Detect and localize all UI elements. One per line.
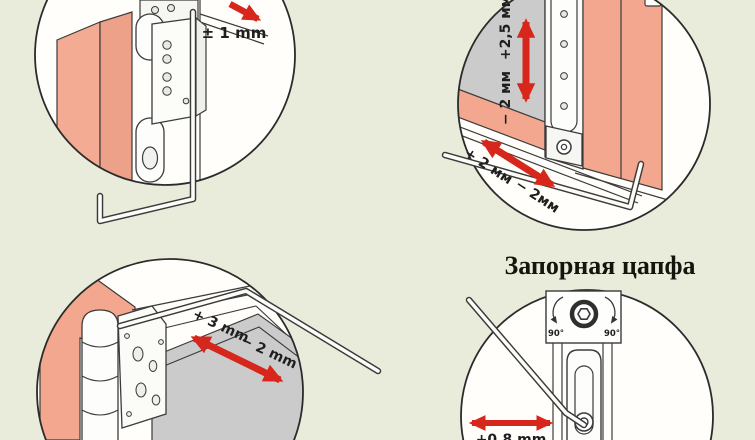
sill-edge <box>574 172 669 201</box>
frame-artwork <box>458 0 669 204</box>
hinge-barrel <box>81 309 119 440</box>
barrel-segment-line <box>81 341 119 348</box>
rotation-arrow-right-icon <box>604 296 618 324</box>
detail-circle-outline <box>460 289 714 440</box>
allen-key-icon <box>465 296 588 429</box>
screw-hole <box>560 72 568 80</box>
sash-top-edge <box>199 21 265 45</box>
screw-hole <box>167 4 175 12</box>
screw-hole <box>132 346 144 362</box>
screw-hole <box>124 333 130 339</box>
sash-cap <box>644 0 662 7</box>
window-frame-side <box>99 11 133 185</box>
hex-socket <box>577 307 591 321</box>
detail-circle-outline <box>34 0 296 186</box>
screw-hole <box>162 72 172 82</box>
screw-hole <box>560 102 568 110</box>
screw-hole <box>162 40 172 50</box>
allen-key-icon <box>96 8 197 225</box>
screw-hole <box>560 40 568 48</box>
screw-hole <box>162 86 172 96</box>
detail-circle-outline <box>36 258 304 440</box>
measurement-label: − 2 мм <box>498 71 514 125</box>
screw-hole <box>148 360 158 372</box>
measurement-label: ± 1 mm <box>202 24 267 42</box>
screw-hole <box>151 6 159 14</box>
lock-bar <box>550 0 578 133</box>
barrel-segment-line <box>81 375 119 382</box>
rotation-angle-label: 90° <box>604 329 620 339</box>
adjustment-arrow-icon <box>190 334 284 384</box>
screw-hole <box>126 411 132 417</box>
measurement-label: +2,5 мм <box>498 0 514 60</box>
lateral-adjustment-arrow-icon <box>480 139 556 188</box>
sash-profile <box>582 0 663 191</box>
screw-hole <box>135 382 147 398</box>
diagram-top-hinge-adjustment: ± 1 mm <box>34 0 296 225</box>
screw-hole <box>151 394 161 406</box>
sash-top-edge <box>199 13 269 37</box>
screw-hole <box>162 54 172 64</box>
diagram-hinge-lateral-adjustment: + 3 mm − 2 mm <box>36 258 382 440</box>
diagram-title: Запорная цапфа <box>505 251 696 280</box>
rotation-angle-label: 90° <box>548 329 564 339</box>
adjustment-screw-socket <box>560 143 568 151</box>
diagram-bottom-hinge-adjustment: +2,5 мм − 2 мм + 2 мм − 2мм <box>441 0 711 231</box>
diagram-locking-cam-adjustment: Запорная цапфа 90° 90° +0.8 mm <box>460 251 714 440</box>
pivot-hole <box>141 146 159 170</box>
allen-key-icon <box>116 287 382 375</box>
screw-hole <box>182 97 190 105</box>
screw-hole <box>560 10 568 18</box>
adjustment-screw <box>556 139 572 155</box>
rotation-arrow-left-icon <box>550 296 564 324</box>
hinge-plate <box>151 17 197 125</box>
locking-cam <box>569 299 599 329</box>
detail-circle-outline <box>457 0 711 231</box>
screw-hole <box>158 339 164 345</box>
measurement-label: +0.8 mm <box>476 432 547 440</box>
frame-artwork <box>56 0 269 185</box>
barrel-segment-line <box>81 409 119 416</box>
lock-strip-slot <box>574 365 594 435</box>
adjustment-arrow-icon <box>228 1 262 22</box>
